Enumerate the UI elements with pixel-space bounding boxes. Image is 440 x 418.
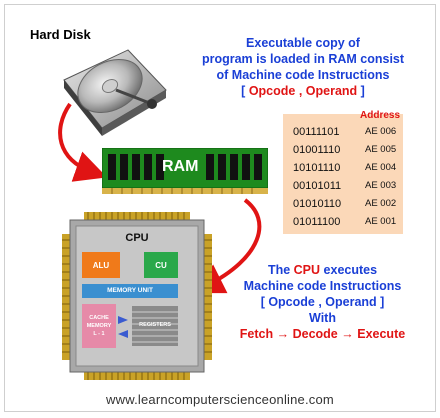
arrow-icon: → (276, 327, 290, 341)
bottom-line-5: Fetch → Decode → Execute (215, 326, 430, 342)
top-line-1: Executable copy of (246, 36, 360, 50)
top-description: Executable copy of program is loaded in … (178, 35, 428, 99)
ram-label: RAM (162, 158, 199, 175)
hard-disk-icon (63, 49, 167, 136)
opcode-operand-text: Opcode , Operand (248, 84, 358, 98)
cu-label: CU (155, 261, 167, 270)
bottom-line-3: [ Opcode , Operand ] (260, 295, 385, 309)
memory-unit-label: MEMORY UNIT (107, 287, 153, 294)
ram-to-cpu-arrow (191, 198, 262, 294)
bottom-description: The CPU executes Machine code Instructio… (215, 262, 430, 342)
top-line-2: program is loaded in RAM consist (201, 52, 405, 66)
footer-url: www.learncomputerscienceonline.com (106, 392, 334, 407)
decode-text: Decode (292, 327, 338, 341)
cpu-highlight: CPU (293, 263, 321, 277)
fetch-text: Fetch (239, 327, 274, 341)
cache-line-3: L - 1 (93, 331, 105, 337)
ram-module-icon (102, 148, 268, 194)
cache-memory-label: CACHE MEMORY L - 1 (82, 314, 116, 338)
top-line-4: [ Opcode , Operand ] (178, 83, 428, 99)
cpu-title: CPU (125, 232, 149, 244)
alu-label: ALU (92, 261, 110, 270)
disk-to-ram-arrow (58, 102, 108, 182)
bottom-line-4: With (309, 311, 336, 325)
hard-disk-label: Hard Disk (30, 27, 91, 42)
cpu-chip-icon (62, 212, 212, 380)
bracket-open: [ (241, 84, 249, 98)
cache-line-2: MEMORY (86, 323, 112, 329)
arrow-icon: → (341, 327, 354, 341)
bottom-line-1: The CPU executes (267, 263, 378, 277)
bottom-line-2: Machine code Instructions (243, 279, 402, 293)
execute-text: Execute (357, 327, 406, 341)
address-title: Address (360, 110, 401, 121)
top-line-3: of Machine code Instructions (216, 68, 390, 82)
bracket-close: ] (357, 84, 365, 98)
cache-line-1: CACHE (89, 315, 109, 321)
registers-label: REGISTERS (139, 322, 171, 328)
